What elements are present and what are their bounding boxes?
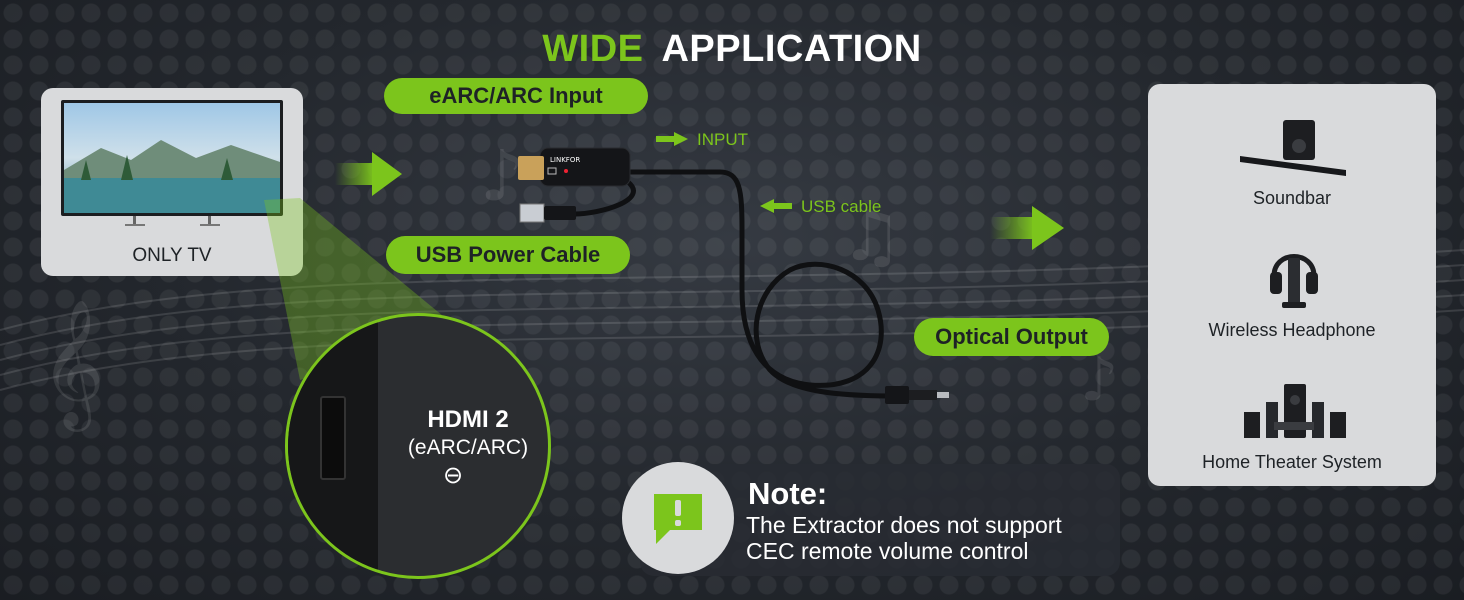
note-line-2: CEC remote volume control bbox=[746, 538, 1029, 564]
arc-input-icon: ⊖ bbox=[443, 462, 464, 489]
svg-text:♪: ♪ bbox=[480, 135, 525, 217]
earc-input-label: eARC/ARC Input bbox=[384, 78, 648, 114]
usb-cable-arrow-label: USB cable bbox=[801, 197, 882, 216]
note-heading: Note: bbox=[748, 476, 828, 511]
arrow-device-to-outputs bbox=[990, 206, 1064, 250]
optical-output-label: Optical Output bbox=[914, 318, 1109, 356]
arrow-tv-to-device bbox=[335, 152, 402, 196]
tv-icon bbox=[61, 100, 283, 226]
device-label-soundbar: Soundbar bbox=[1252, 188, 1332, 208]
soundbar-icon bbox=[1240, 120, 1346, 176]
port-mode: (eARC/ARC) bbox=[407, 436, 529, 459]
title-rest: APPLICATION bbox=[661, 28, 922, 70]
alert-message-icon bbox=[654, 494, 702, 544]
page-title: WIDE APPLICATION bbox=[0, 28, 1464, 71]
tv-label: ONLY TV bbox=[132, 245, 212, 266]
usb-power-label: USB Power Cable bbox=[386, 236, 630, 274]
home-theater-icon bbox=[1244, 384, 1346, 438]
note-badge bbox=[622, 462, 734, 574]
title-highlight: WIDE bbox=[542, 28, 644, 70]
output-devices-panel: Soundbar Wireless Headphone Home Theater… bbox=[1148, 84, 1436, 486]
tv-panel: ONLY TV bbox=[41, 88, 303, 276]
svg-text:LINKFOR: LINKFOR bbox=[550, 156, 580, 164]
headphone-icon bbox=[1270, 254, 1318, 308]
svg-text:♪: ♪ bbox=[1080, 345, 1118, 415]
device-label-home-theater: Home Theater System bbox=[1202, 452, 1382, 472]
port-name: HDMI 2 bbox=[427, 406, 509, 433]
hdmi-port-zoom: HDMI 2 (eARC/ARC) ⊖ bbox=[285, 313, 551, 579]
device-label-headphone: Wireless Headphone bbox=[1208, 320, 1376, 340]
input-arrow-label: INPUT bbox=[697, 130, 748, 149]
svg-text:♫: ♫ bbox=[840, 195, 903, 277]
note-line-1: The Extractor does not support bbox=[746, 512, 1062, 538]
hdmi-port-icon bbox=[320, 396, 346, 480]
svg-text:𝄞: 𝄞 bbox=[40, 298, 105, 432]
